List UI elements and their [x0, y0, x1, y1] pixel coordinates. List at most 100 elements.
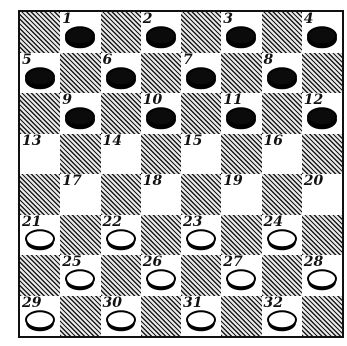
board-square-26[interactable]: 26 — [141, 255, 181, 296]
dark-square — [20, 255, 60, 296]
board-square-20[interactable]: 20 — [302, 174, 342, 215]
black-checker-piece[interactable] — [25, 67, 55, 86]
black-checker-piece[interactable] — [65, 108, 95, 127]
square-number: 11 — [223, 93, 242, 107]
white-checker-piece[interactable] — [267, 229, 297, 248]
board-square-29[interactable]: 29 — [20, 296, 60, 337]
board-square-1[interactable]: 1 — [60, 12, 100, 53]
square-number: 16 — [264, 134, 283, 148]
board-square-19[interactable]: 19 — [221, 174, 261, 215]
board-square-9[interactable]: 9 — [60, 93, 100, 134]
square-number: 2 — [143, 12, 153, 26]
white-checker-piece[interactable] — [146, 270, 176, 289]
white-checker-piece[interactable] — [106, 310, 136, 329]
black-checker-piece[interactable] — [106, 67, 136, 86]
dark-square — [101, 174, 141, 215]
dark-square — [20, 174, 60, 215]
board-square-18[interactable]: 18 — [141, 174, 181, 215]
board-square-17[interactable]: 17 — [60, 174, 100, 215]
board-square-16[interactable]: 16 — [262, 134, 302, 175]
dark-square — [181, 93, 221, 134]
dark-square — [221, 53, 261, 94]
white-checker-piece[interactable] — [25, 310, 55, 329]
square-number: 20 — [304, 174, 323, 188]
board-square-25[interactable]: 25 — [60, 255, 100, 296]
board-square-10[interactable]: 10 — [141, 93, 181, 134]
square-number: 15 — [183, 134, 202, 148]
board-square-30[interactable]: 30 — [101, 296, 141, 337]
dark-square — [221, 215, 261, 256]
board-square-8[interactable]: 8 — [262, 53, 302, 94]
board-square-6[interactable]: 6 — [101, 53, 141, 94]
square-number: 10 — [143, 93, 162, 107]
black-checker-piece[interactable] — [226, 108, 256, 127]
dark-square — [141, 134, 181, 175]
square-number: 18 — [143, 174, 162, 188]
dark-square — [221, 134, 261, 175]
board-square-15[interactable]: 15 — [181, 134, 221, 175]
square-number: 32 — [264, 296, 283, 310]
board-square-14[interactable]: 14 — [101, 134, 141, 175]
black-checker-piece[interactable] — [267, 67, 297, 86]
board-square-3[interactable]: 3 — [221, 12, 261, 53]
board-square-27[interactable]: 27 — [221, 255, 261, 296]
black-checker-piece[interactable] — [146, 27, 176, 46]
dark-square — [141, 215, 181, 256]
square-number: 14 — [103, 134, 122, 148]
board-square-24[interactable]: 24 — [262, 215, 302, 256]
dark-square — [20, 12, 60, 53]
board-square-28[interactable]: 28 — [302, 255, 342, 296]
dark-square — [60, 53, 100, 94]
black-checker-piece[interactable] — [307, 27, 337, 46]
white-checker-piece[interactable] — [307, 270, 337, 289]
dark-square — [60, 296, 100, 337]
black-checker-piece[interactable] — [307, 108, 337, 127]
square-number: 29 — [22, 296, 41, 310]
dark-square — [101, 12, 141, 53]
black-checker-piece[interactable] — [186, 67, 216, 86]
dark-square — [262, 12, 302, 53]
square-number: 17 — [62, 174, 81, 188]
square-number: 24 — [264, 215, 283, 229]
board-square-31[interactable]: 31 — [181, 296, 221, 337]
dark-square — [101, 93, 141, 134]
dark-square — [221, 296, 261, 337]
white-checker-piece[interactable] — [106, 229, 136, 248]
board-square-7[interactable]: 7 — [181, 53, 221, 94]
dark-square — [60, 134, 100, 175]
board-square-11[interactable]: 11 — [221, 93, 261, 134]
dark-square — [302, 134, 342, 175]
dark-square — [262, 93, 302, 134]
dark-square — [181, 255, 221, 296]
white-checker-piece[interactable] — [186, 310, 216, 329]
dark-square — [262, 255, 302, 296]
square-number: 4 — [304, 12, 314, 26]
board-square-23[interactable]: 23 — [181, 215, 221, 256]
black-checker-piece[interactable] — [65, 27, 95, 46]
board-square-2[interactable]: 2 — [141, 12, 181, 53]
square-number: 19 — [223, 174, 242, 188]
square-number: 27 — [223, 255, 242, 269]
white-checker-piece[interactable] — [65, 270, 95, 289]
dark-square — [60, 215, 100, 256]
square-number: 31 — [183, 296, 202, 310]
board-square-32[interactable]: 32 — [262, 296, 302, 337]
board-square-22[interactable]: 22 — [101, 215, 141, 256]
white-checker-piece[interactable] — [267, 310, 297, 329]
black-checker-piece[interactable] — [146, 108, 176, 127]
black-checker-piece[interactable] — [226, 27, 256, 46]
board-square-12[interactable]: 12 — [302, 93, 342, 134]
square-number: 30 — [103, 296, 122, 310]
square-number: 26 — [143, 255, 162, 269]
dark-square — [141, 53, 181, 94]
board-square-4[interactable]: 4 — [302, 12, 342, 53]
board-square-21[interactable]: 21 — [20, 215, 60, 256]
board-square-13[interactable]: 13 — [20, 134, 60, 175]
dark-square — [141, 296, 181, 337]
board-square-5[interactable]: 5 — [20, 53, 60, 94]
white-checker-piece[interactable] — [25, 229, 55, 248]
square-number: 1 — [62, 12, 72, 26]
white-checker-piece[interactable] — [186, 229, 216, 248]
white-checker-piece[interactable] — [226, 270, 256, 289]
square-number: 9 — [62, 93, 72, 107]
